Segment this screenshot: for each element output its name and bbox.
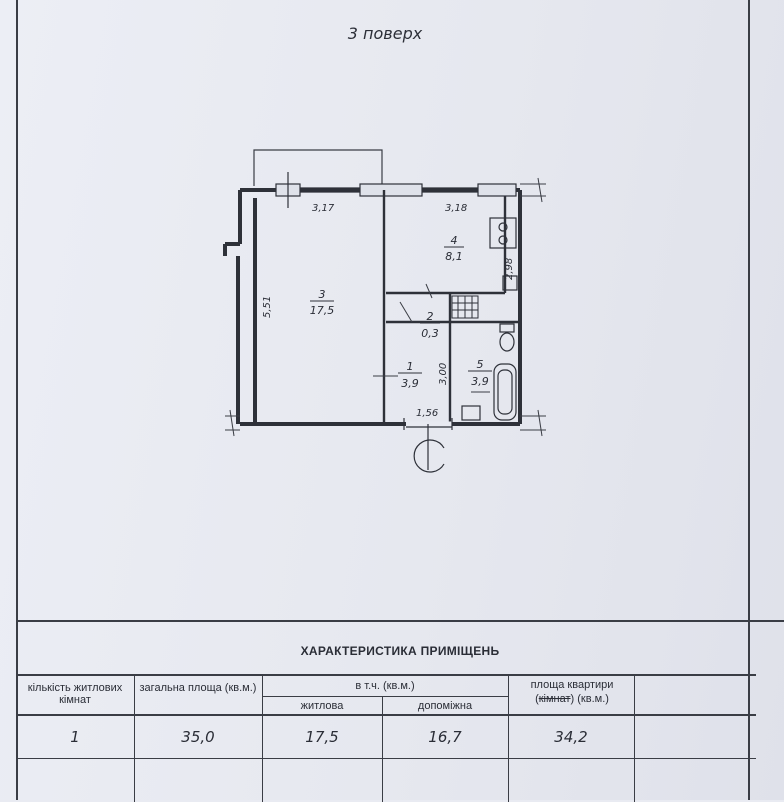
- header-rooms-count: кількість житлових кімнат: [27, 682, 123, 706]
- room-number: 5: [477, 358, 484, 371]
- header-living: житлова: [300, 700, 344, 712]
- table-rule: [16, 714, 756, 716]
- header-including: в т.ч. (кв.м.): [355, 680, 415, 692]
- kitchen-sink-icon: [502, 275, 518, 291]
- stove-icon: [489, 217, 517, 249]
- header-apartment-area: площа квартири (кімнат) (кв.м.): [510, 678, 634, 706]
- room-label-5: 5 3,9: [468, 358, 492, 388]
- header-apartment-struck: кімнат: [538, 693, 571, 705]
- table-divider: [134, 674, 135, 802]
- floor-title: 3 поверх: [347, 24, 423, 43]
- table-divider: [508, 674, 509, 802]
- toilet-icon: [499, 323, 515, 352]
- table-divider: [634, 674, 635, 802]
- storage-door: [399, 283, 433, 323]
- value-auxiliary: 16,7: [428, 728, 462, 746]
- dim-corridor-length: 3,00: [438, 363, 449, 385]
- table-title: ХАРАКТЕРИСТИКА ПРИМІЩЕНЬ: [300, 644, 500, 658]
- dim-room3-width: 3,17: [312, 203, 335, 214]
- room-area: 17,5: [310, 304, 335, 317]
- room-number: 3: [319, 288, 326, 301]
- ventilation-grid-icon: [451, 295, 479, 319]
- frame-border-left: [16, 0, 18, 800]
- frame-border-right: [748, 0, 750, 800]
- dim-room4-length: 2,98: [504, 258, 515, 280]
- table-divider: [382, 696, 383, 802]
- header-apartment-prefix: площа квартири (: [530, 679, 614, 705]
- floor-plan: 3,17 3,18 5,51 2,98 3,00 1,56 3 17,5 4 8…: [223, 149, 546, 473]
- interior-walls: [382, 190, 518, 424]
- dimension-lines: [373, 375, 490, 393]
- wall-break-ticks: [225, 177, 546, 437]
- bathtub-icon: [493, 363, 517, 421]
- dim-room4-width: 3,18: [445, 203, 467, 214]
- table-rule: [16, 758, 756, 759]
- table-rule: [16, 674, 756, 676]
- header-auxiliary: допоміжна: [417, 700, 473, 712]
- room-number: 4: [451, 234, 458, 247]
- room-label-2: 2 0,3: [420, 310, 440, 340]
- value-rooms-count: 1: [70, 728, 80, 746]
- value-total-area: 35,0: [181, 728, 215, 746]
- room-label-3: 3 17,5: [310, 288, 335, 317]
- table-divider: [262, 674, 263, 802]
- room-area: 3,9: [401, 377, 419, 390]
- dim-room3-length: 5,51: [262, 296, 273, 318]
- room-area: 0,3: [421, 327, 439, 340]
- dim-entrance-width: 1,56: [416, 408, 438, 419]
- bathroom-sink-icon: [461, 405, 481, 421]
- value-living: 17,5: [305, 728, 339, 746]
- room-number: 1: [407, 360, 414, 373]
- balcony: [253, 149, 383, 186]
- table-rule: [262, 696, 508, 697]
- windows: [275, 172, 517, 208]
- header-apartment-suffix: ) (кв.м.): [570, 693, 609, 705]
- room-label-1: 1 3,9: [398, 360, 422, 390]
- room-label-4: 4 8,1: [444, 234, 464, 263]
- header-total-area: загальна площа (кв.м.): [139, 682, 257, 694]
- value-apartment-area: 34,2: [554, 728, 588, 746]
- room-area: 3,9: [471, 375, 489, 388]
- room-area: 8,1: [445, 250, 463, 263]
- entrance-door: [403, 418, 453, 473]
- characteristics-table: ХАРАКТЕРИСТИКА ПРИМІЩЕНЬ кількість житло…: [16, 620, 784, 802]
- room-number: 2: [427, 310, 434, 323]
